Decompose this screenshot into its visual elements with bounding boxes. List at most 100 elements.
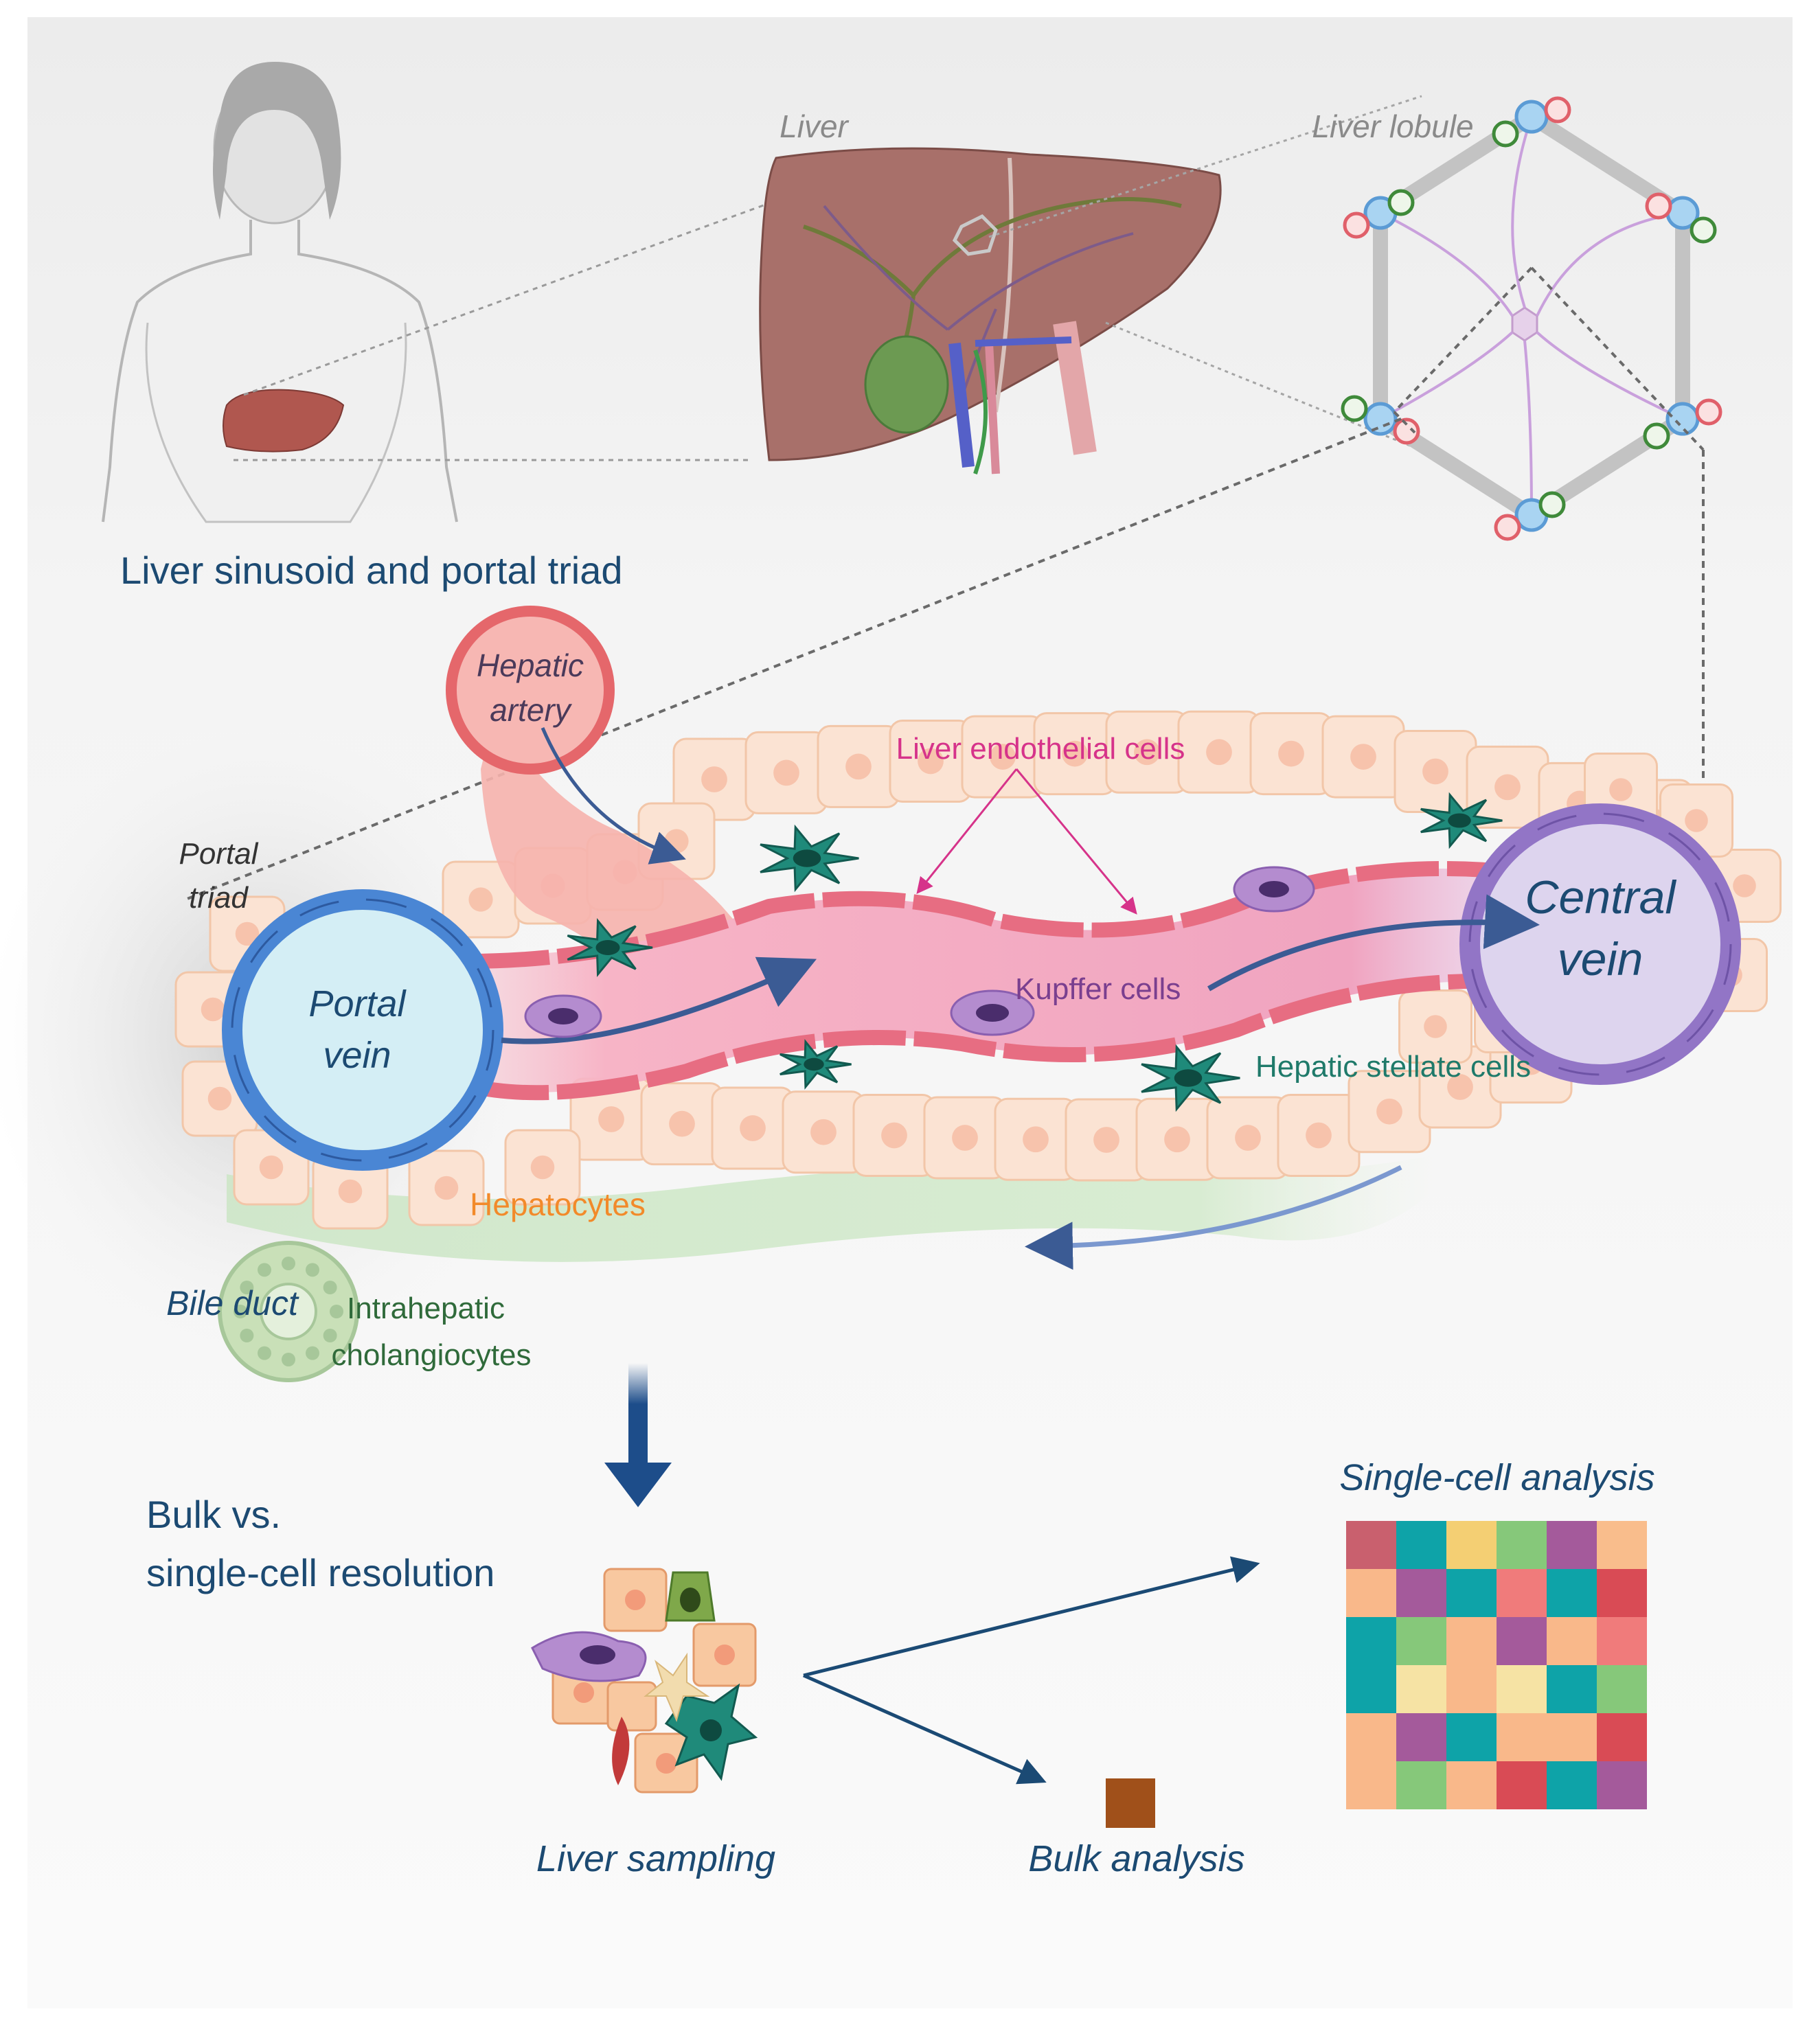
cholangiocyte-nucleus bbox=[258, 1346, 271, 1360]
heatmap-cell bbox=[1396, 1617, 1446, 1665]
hepatocyte-nucleus bbox=[1206, 739, 1232, 766]
portal-vein-label-1: Portal bbox=[308, 983, 407, 1024]
heatmap-cell bbox=[1497, 1713, 1547, 1761]
hepatocyte-nucleus bbox=[530, 1155, 555, 1180]
section-title-bulk-1: Bulk vs. bbox=[146, 1493, 281, 1536]
heatmap-cell bbox=[1547, 1761, 1597, 1809]
hepatocyte-nucleus bbox=[1062, 740, 1088, 767]
hepatocyte-nucleus bbox=[740, 1115, 766, 1141]
hepatocyte-nucleus bbox=[664, 829, 689, 854]
lobule-zoom-box bbox=[1393, 266, 1705, 451]
heatmap-cell bbox=[1446, 1569, 1497, 1617]
heatmap-cell bbox=[1597, 1713, 1647, 1761]
hepatocyte-nucleus bbox=[1023, 1126, 1049, 1153]
heatmap-cell bbox=[1346, 1713, 1396, 1761]
bile-duct bbox=[218, 1241, 359, 1382]
stellate-nucleus bbox=[1448, 813, 1471, 828]
liver-lobule-label: Liver lobule bbox=[1312, 108, 1473, 144]
heatmap-cell bbox=[1547, 1521, 1597, 1569]
section-title-bulk-2: single-cell resolution bbox=[146, 1551, 494, 1594]
flow-arrow-bile bbox=[1025, 1165, 1402, 1270]
central-vein-label-1: Central bbox=[1525, 871, 1676, 924]
hepatocyte-nucleus bbox=[1134, 739, 1160, 766]
heatmap-cell bbox=[1597, 1617, 1647, 1665]
hepatocyte-nucleus bbox=[1422, 758, 1448, 785]
endothelial-pointer-left bbox=[916, 768, 1018, 895]
portal-vein-label-2: vein bbox=[323, 1035, 391, 1076]
human-body-illustration bbox=[102, 62, 458, 523]
cholangiocyte-nucleus bbox=[282, 1353, 295, 1366]
hepatocyte-nucleus bbox=[434, 1176, 459, 1200]
hepatocyte-nucleus bbox=[1424, 1015, 1447, 1038]
flow-arrow-central bbox=[1207, 894, 1540, 992]
kupffer-cells-label: Kupffer cells bbox=[1015, 972, 1181, 1006]
cholangiocyte-nucleus bbox=[323, 1281, 337, 1294]
lobule-vein-node bbox=[1665, 402, 1700, 436]
heatmap-cell bbox=[1446, 1761, 1497, 1809]
heatmap-cell bbox=[1547, 1665, 1597, 1713]
hepatocyte-nucleus bbox=[1685, 809, 1708, 832]
heatmap-cell bbox=[1346, 1665, 1396, 1713]
hepatocyte-nucleus bbox=[1376, 1098, 1402, 1125]
cholangiocyte-nucleus bbox=[234, 1305, 247, 1318]
lobule-bile-node bbox=[1690, 216, 1717, 244]
down-arrow-shaft bbox=[628, 1363, 648, 1466]
heatmap-cell bbox=[1597, 1569, 1647, 1617]
endothelial-lining-top bbox=[466, 861, 1512, 969]
hepatocyte-nucleus bbox=[669, 1110, 695, 1137]
hepatocyte-nucleus bbox=[845, 753, 872, 780]
hepatocyte-nucleus bbox=[1494, 774, 1521, 801]
hepatocyte-nucleus bbox=[952, 1125, 978, 1151]
lobule-artery-node bbox=[1494, 514, 1521, 541]
lobule-artery-node bbox=[1695, 398, 1722, 426]
heatmap-cell bbox=[1497, 1665, 1547, 1713]
hepatocyte-nucleus bbox=[1350, 744, 1376, 770]
heatmap-cell bbox=[1597, 1761, 1647, 1809]
hepatocyte-nucleus bbox=[1235, 1125, 1261, 1151]
hepatocyte-nucleus bbox=[918, 748, 944, 775]
hepatocyte-nucleus bbox=[338, 1179, 363, 1204]
lobule-artery-node bbox=[1343, 211, 1370, 239]
lobule-bile-node bbox=[1387, 189, 1415, 216]
stellate-nucleus bbox=[595, 940, 620, 955]
heatmap-cell bbox=[1396, 1569, 1446, 1617]
stellate-nucleus bbox=[793, 849, 821, 867]
hepatocyte-nucleus bbox=[1447, 1074, 1473, 1100]
flow-arrow-artery bbox=[541, 727, 686, 864]
hepatocyte-nucleus bbox=[701, 766, 727, 792]
cholangiocytes-label-2: cholangiocytes bbox=[331, 1338, 531, 1372]
heatmap-cell bbox=[1446, 1713, 1497, 1761]
lobule-bile-node bbox=[1643, 422, 1670, 450]
bulk-analysis-label: Bulk analysis bbox=[1028, 1838, 1244, 1879]
cholangiocyte-nucleus bbox=[282, 1257, 295, 1270]
down-arrow-head bbox=[604, 1463, 672, 1507]
heatmap-cell bbox=[1497, 1761, 1547, 1809]
cholangiocyte-nucleus bbox=[258, 1263, 271, 1277]
hepatocyte-nucleus bbox=[1733, 874, 1756, 897]
heatmap-cell bbox=[1396, 1713, 1446, 1761]
hepatic-artery bbox=[446, 606, 769, 982]
stellate-cells-label: Hepatic stellate cells bbox=[1255, 1050, 1531, 1084]
lobule-artery-node bbox=[1544, 96, 1571, 124]
bile-duct-label: Bile duct bbox=[166, 1284, 299, 1322]
hepatocyte-nucleus bbox=[1306, 1122, 1332, 1149]
stellate-nucleus bbox=[1174, 1069, 1203, 1087]
lobule-vein-node bbox=[1363, 402, 1398, 436]
heatmap-cell bbox=[1346, 1617, 1396, 1665]
arrow-to-single-cell bbox=[803, 1556, 1260, 1677]
flow-arrow-portal bbox=[501, 957, 817, 1044]
zoom-line-upper bbox=[243, 194, 790, 396]
endothelial-pointer-right bbox=[1015, 768, 1137, 915]
heatmap-cell bbox=[1396, 1521, 1446, 1569]
hepatocyte-nucleus bbox=[1164, 1126, 1190, 1153]
endothelial-lining-bottom bbox=[465, 973, 1512, 1101]
heatmap-cell bbox=[1346, 1569, 1396, 1617]
cholangiocytes-label-1: Intrahepatic bbox=[347, 1292, 505, 1325]
heatmap-cell bbox=[1497, 1569, 1547, 1617]
lobule-bile-node bbox=[1492, 120, 1519, 148]
zoom-line-lobule-upper bbox=[988, 95, 1422, 238]
cholangiocyte-nucleus bbox=[306, 1263, 319, 1277]
section-title-sinusoid: Liver sinusoid and portal triad bbox=[120, 549, 623, 592]
